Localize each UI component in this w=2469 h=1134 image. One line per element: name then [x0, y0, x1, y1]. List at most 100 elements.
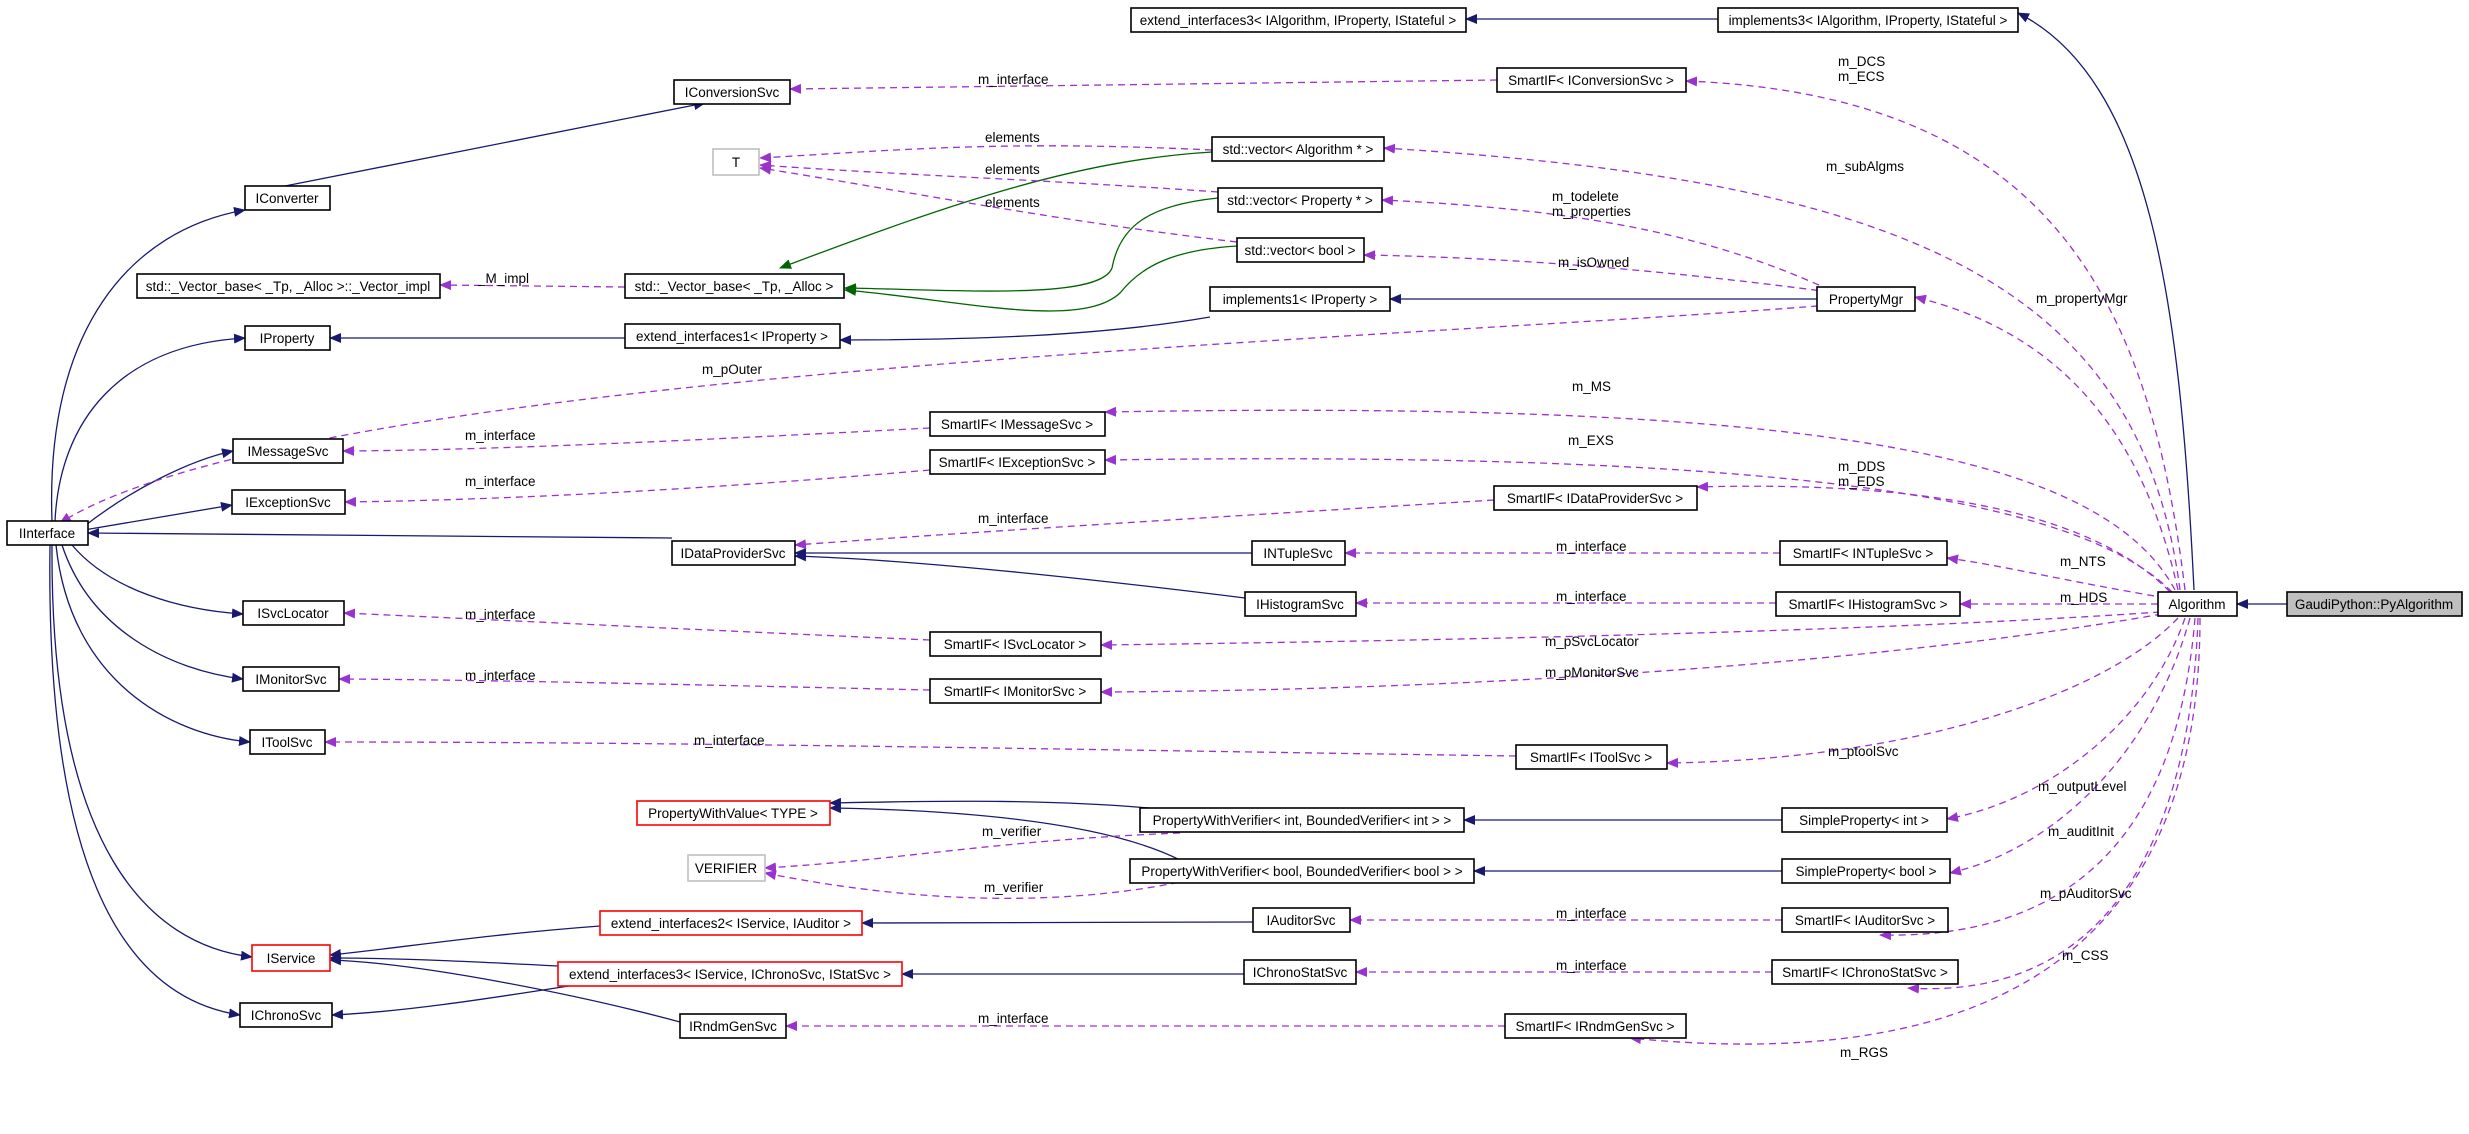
node-propertymgr[interactable]: PropertyMgr: [1816, 286, 1916, 312]
node-simpleproperty-int[interactable]: SimpleProperty< int >: [1781, 807, 1948, 833]
edge-idataprovidersvc-to-iinterface: [87, 528, 673, 539]
node-extend-interfaces2[interactable]: extend_interfaces2< IService, IAuditor >: [599, 910, 863, 936]
label-m-propertymgr: m_propertyMgr: [2036, 291, 2128, 306]
edge-vector-property-to-vector-base: [844, 197, 1219, 294]
node-label: ISvcLocator: [257, 606, 329, 621]
label-m-hds: m_HDS: [2060, 590, 2107, 605]
edge-iinterface-to-iservice: [51, 544, 253, 961]
edge-vector-algorithm-to-vector-base: [779, 151, 1213, 269]
node-iconverter[interactable]: IConverter: [244, 185, 331, 211]
edge-iinterface-to-ichronosvc: [49, 544, 241, 1019]
edges: [49, 12, 2287, 1045]
label-m-interface-aud: m_interface: [1556, 906, 1627, 921]
node-label: SmartIF< IRndmGenSvc >: [1515, 1019, 1674, 1034]
node-smartif-iexceptionsvc[interactable]: SmartIF< IExceptionSvc >: [929, 449, 1106, 475]
node-smartif-irndmgensvc[interactable]: SmartIF< IRndmGenSvc >: [1504, 1013, 1687, 1039]
label-m-interface-dp: m_interface: [978, 511, 1049, 526]
node-t[interactable]: T: [712, 148, 760, 176]
node-iexceptionsvc[interactable]: IExceptionSvc: [231, 489, 346, 515]
node-imonitorsvc[interactable]: IMonitorSvc: [242, 666, 340, 692]
node-vector-base-impl[interactable]: std::_Vector_base< _Tp, _Alloc >::_Vecto…: [136, 273, 441, 299]
node-irndmgensvc[interactable]: IRndmGenSvc: [679, 1013, 787, 1039]
node-vector-property[interactable]: std::vector< Property * >: [1217, 187, 1383, 213]
node-smartif-ihistogramsvc[interactable]: SmartIF< IHistogramSvc >: [1775, 591, 1961, 617]
node-verifier[interactable]: VERIFIER: [687, 854, 766, 882]
label-m-subalgms: m_subAlgms: [1826, 159, 1904, 174]
label-m-pmonitorsvc: m_pMonitorSvc: [1545, 665, 1639, 680]
edge-extend-interfaces3-svc-to-iservice: [329, 953, 559, 967]
node-imessagesvc[interactable]: IMessageSvc: [232, 438, 344, 464]
label-m-interface-rndm: m_interface: [978, 1011, 1049, 1026]
node-smartif-intuplesvc[interactable]: SmartIF< INTupleSvc >: [1779, 540, 1948, 566]
label-m-exs: m_EXS: [1568, 433, 1614, 448]
node-implements1[interactable]: implements1< IProperty >: [1209, 286, 1391, 312]
node-itoolsvc[interactable]: IToolSvc: [249, 729, 326, 755]
label-m-rgs: m_RGS: [1840, 1045, 1888, 1060]
node-algorithm[interactable]: Algorithm: [2157, 591, 2238, 617]
node-pyalgorithm[interactable]: GaudiPython::PyAlgorithm: [2286, 591, 2463, 617]
node-implements3[interactable]: implements3< IAlgorithm, IProperty, ISta…: [1717, 7, 2019, 33]
node-simpleproperty-bool[interactable]: SimpleProperty< bool >: [1781, 858, 1951, 884]
label-elements-1: elements: [985, 130, 1040, 145]
edge-ihistogramsvc-to-idataprovidersvc: [794, 551, 1246, 599]
label-m-interface-svcloc: m_interface: [465, 607, 536, 622]
node-iinterface[interactable]: IInterface: [6, 520, 89, 546]
node-extend-interfaces1[interactable]: extend_interfaces1< IProperty >: [624, 323, 841, 349]
node-smartif-ichronostatsvc[interactable]: SmartIF< IChronoStatSvc >: [1771, 959, 1959, 985]
edge-usage-subalgms: [1383, 143, 2181, 591]
node-propertywithvalue[interactable]: PropertyWithValue< TYPE >: [636, 800, 831, 826]
node-label: extend_interfaces2< IService, IAuditor >: [611, 916, 851, 931]
node-pwv-bool[interactable]: PropertyWithVerifier< bool, BoundedVerif…: [1129, 858, 1475, 884]
node-smartif-itoolsvc[interactable]: SmartIF< IToolSvc >: [1515, 744, 1668, 770]
node-smartif-iconversionsvc[interactable]: SmartIF< IConversionSvc >: [1496, 67, 1687, 93]
node-vector-algorithm[interactable]: std::vector< Algorithm * >: [1211, 136, 1385, 162]
node-label: INTupleSvc: [1263, 546, 1333, 561]
node-label: IChronoSvc: [251, 1008, 322, 1023]
edge-iinterface-to-itoolsvc: [55, 544, 251, 747]
label-m-pouter: m_pOuter: [702, 362, 763, 377]
node-label: PropertyWithValue< TYPE >: [648, 806, 818, 821]
node-ihistogramsvc[interactable]: IHistogramSvc: [1244, 591, 1357, 617]
node-label: SmartIF< IConversionSvc >: [1508, 73, 1674, 88]
node-iservice[interactable]: IService: [251, 944, 331, 972]
node-iauditorsvc[interactable]: IAuditorSvc: [1252, 907, 1351, 933]
node-iproperty[interactable]: IProperty: [244, 325, 331, 351]
node-label: VERIFIER: [695, 861, 758, 876]
node-label: implements3< IAlgorithm, IProperty, ISta…: [1729, 13, 2008, 28]
node-isvclocator[interactable]: ISvcLocator: [242, 600, 345, 626]
edge-iinterface-to-iproperty: [54, 333, 246, 522]
edge-iinterface-to-imessagesvc: [81, 448, 234, 529]
edge-usage-exc-interface: [344, 469, 931, 507]
node-idataprovidersvc[interactable]: IDataProviderSvc: [671, 540, 796, 566]
node-extend-interfaces3-algorithm[interactable]: extend_interfaces3< IAlgorithm, IPropert…: [1130, 7, 1467, 33]
edge-usage-smartif-conv: [789, 79, 1498, 94]
node-intuplesvc[interactable]: INTupleSvc: [1251, 540, 1346, 566]
node-extend-interfaces3-service[interactable]: extend_interfaces3< IService, IChronoSvc…: [557, 961, 903, 987]
edge-algorithm-to-implements3: [2017, 12, 2195, 591]
label-m-interface-conv: m_interface: [978, 72, 1049, 87]
node-ichronosvc[interactable]: IChronoSvc: [239, 1002, 333, 1028]
node-pwv-int[interactable]: PropertyWithVerifier< int, BoundedVerifi…: [1139, 807, 1465, 833]
label-elements-3: elements: [985, 195, 1040, 210]
edge-usage-tool-interface: [324, 737, 1517, 757]
node-vector-bool[interactable]: std::vector< bool >: [1236, 237, 1365, 263]
node-label: Algorithm: [2168, 597, 2225, 612]
node-label: IConversionSvc: [685, 85, 780, 100]
node-ichronostatsvc[interactable]: IChronoStatSvc: [1243, 959, 1357, 985]
node-smartif-isvclocator[interactable]: SmartIF< ISvcLocator >: [929, 631, 1102, 657]
edge-iinterface-to-iconverter: [50, 206, 246, 522]
node-smartif-idataprovidersvc[interactable]: SmartIF< IDataProviderSvc >: [1493, 485, 1698, 511]
node-label: SmartIF< IDataProviderSvc >: [1507, 491, 1683, 506]
node-smartif-imessagesvc[interactable]: SmartIF< IMessageSvc >: [929, 411, 1106, 437]
node-smartif-imonitorsvc[interactable]: SmartIF< IMonitorSvc >: [929, 678, 1102, 704]
node-label: extend_interfaces3< IAlgorithm, IPropert…: [1140, 13, 1457, 28]
node-label: implements1< IProperty >: [1223, 292, 1378, 307]
edge-pwv-bool-to-propertywithvalue: [829, 803, 1181, 861]
node-vector-base[interactable]: std::_Vector_base< _Tp, _Alloc >: [624, 273, 845, 299]
edge-usage-psvclocator: [1100, 611, 2161, 650]
node-iconversionsvc[interactable]: IConversionSvc: [673, 79, 791, 105]
node-smartif-iauditorsvc[interactable]: SmartIF< IAuditorSvc >: [1781, 907, 1949, 933]
